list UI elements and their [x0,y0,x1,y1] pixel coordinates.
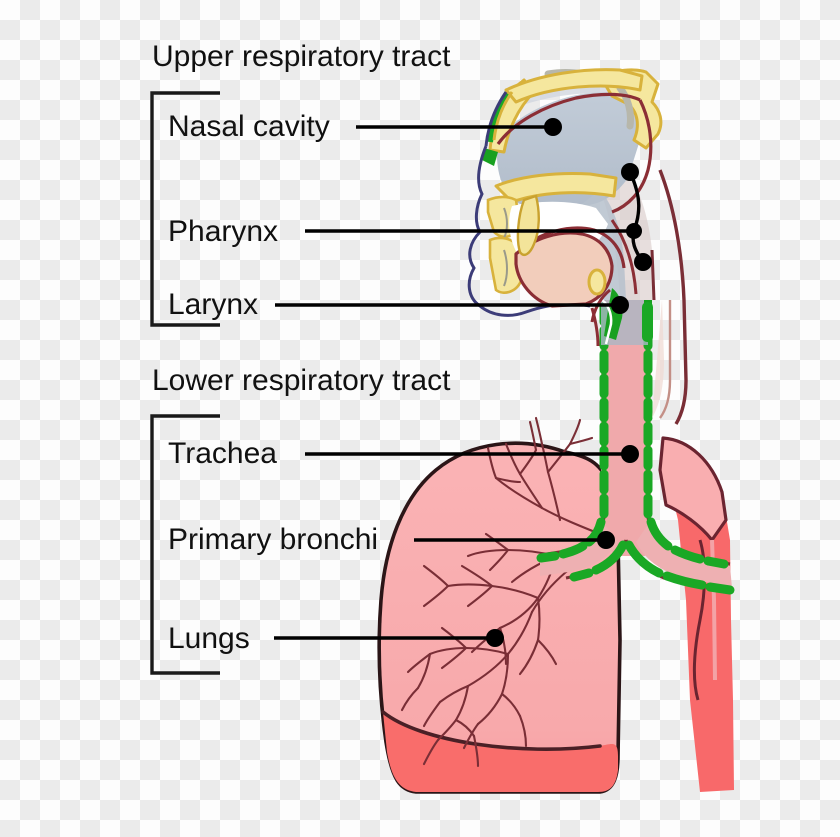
group-title-lower: Lower respiratory tract [152,364,451,397]
label-pharynx: Pharynx [168,215,279,248]
label-primary-bronchi: Primary bronchi [168,523,379,556]
label-larynx: Larynx [168,288,259,321]
right-lung-partial [658,436,734,792]
dot-pharynx-upper [621,163,639,181]
bronchial-tree [400,416,608,768]
dot-lungs [486,629,504,647]
label-lungs: Lungs [168,622,250,655]
label-trachea: Trachea [168,437,277,470]
leader-dots [486,118,652,647]
label-nasal-cavity: Nasal cavity [168,110,330,143]
dot-pharynx [626,223,642,239]
bracket-upper [150,91,220,327]
dot-primary-bronchi [597,531,615,549]
left-lung [377,441,622,794]
dot-larynx [611,296,629,314]
head-sagittal-section [467,68,663,347]
bracket-lower [150,414,220,675]
group-brackets [150,91,220,675]
dot-trachea [621,445,639,463]
dot-nasal-cavity [544,118,562,136]
dot-pharynx-lower [634,253,652,271]
group-title-upper: Upper respiratory tract [152,40,451,73]
